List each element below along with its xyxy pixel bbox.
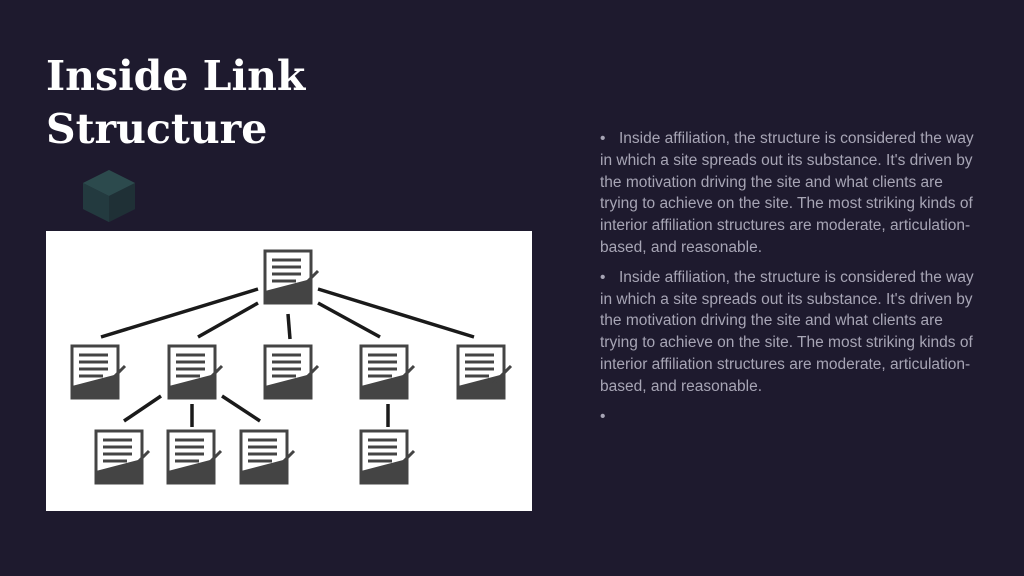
bullet-list: •Inside affiliation, the structure is co… (600, 128, 980, 435)
edge-root-child-4 (317, 301, 381, 339)
bullet-item: • (600, 406, 980, 428)
page-icon (263, 344, 320, 400)
edge-root-child-2 (197, 301, 259, 339)
page-icon (359, 429, 416, 485)
bullet-marker: • (600, 407, 606, 425)
page-icon (239, 429, 296, 485)
edge-root-child-3 (286, 313, 292, 340)
page-icon (70, 344, 127, 400)
bullet-item: •Inside affiliation, the structure is co… (600, 128, 980, 259)
bullet-marker: • (600, 130, 606, 147)
edge-root-child-5 (317, 287, 475, 339)
hexagon-cube-icon (83, 170, 135, 222)
page-icon (94, 429, 151, 485)
bullet-item: •Inside affiliation, the structure is co… (600, 267, 980, 398)
bullet-text: Inside affiliation, the structure is con… (600, 268, 974, 395)
page-icon (456, 344, 513, 400)
bullet-marker: • (600, 268, 606, 286)
site-structure-diagram (46, 231, 532, 511)
edge-child2-grandchild-3 (221, 394, 261, 423)
page-icon (167, 344, 224, 400)
hierarchy-tree-svg (70, 249, 513, 485)
connector-lines (100, 287, 475, 427)
page-icon (166, 429, 223, 485)
root-page-icon (263, 249, 320, 305)
bullet-text: Inside affiliation, the structure is con… (600, 130, 974, 256)
edge-root-child-1 (100, 287, 259, 339)
edge-child2-grandchild-1 (123, 394, 162, 423)
slide-title: Inside Link Structure (46, 52, 306, 153)
page-icon (359, 344, 416, 400)
